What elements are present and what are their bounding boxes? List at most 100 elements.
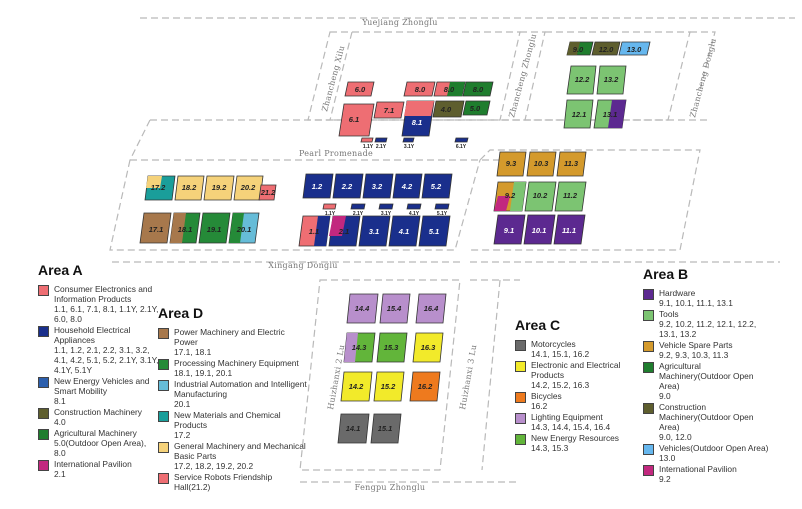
hall-16-2-label: 16.2 [418, 382, 433, 391]
hall-1-2[interactable] [302, 173, 334, 199]
hall-7-1[interactable] [373, 101, 405, 119]
hall-3-1y[interactable] [378, 203, 394, 210]
hall-8-0c[interactable] [462, 81, 494, 97]
hall-10-1[interactable] [523, 214, 556, 245]
area-a-north-block: 6.0 6.1 7.1 8.0 8.0 8.0 8.1 4.0 5.0 1.1Y… [338, 81, 494, 150]
hall-17-1[interactable] [139, 212, 172, 244]
hall-8-0a-label: 8.0 [415, 85, 426, 94]
hall-8-0a[interactable] [403, 81, 436, 97]
hall-2-1y[interactable] [350, 203, 366, 210]
hall-20-2-label: 20.2 [240, 183, 256, 192]
legend-code: 17.2 [174, 430, 191, 440]
color-swatch [38, 377, 49, 388]
hall-6-1-label: 6.1 [349, 115, 359, 124]
hall-12-2[interactable] [566, 65, 597, 95]
hall-11-1[interactable] [553, 214, 586, 245]
legend-code: 17.2, 18.2, 19.2, 20.2 [174, 461, 254, 471]
hall-14-4-label: 14.4 [355, 304, 370, 313]
hall-18-2[interactable] [174, 175, 205, 201]
hall-3-1y-north[interactable] [402, 137, 415, 143]
hall-8-0c-label: 8.0 [473, 85, 484, 94]
hall-3-1[interactable] [358, 215, 391, 247]
hall-10-2[interactable] [524, 181, 557, 212]
hall-14-1[interactable] [337, 413, 370, 444]
hall-17-1-label: 17.1 [149, 225, 164, 234]
hall-6-0[interactable] [344, 81, 375, 97]
hall-10-3[interactable] [526, 151, 557, 177]
road-label-fengpu: Fengpu Zhonglu [355, 483, 426, 492]
hall-21-2[interactable] [258, 184, 277, 201]
hall-16-3[interactable] [412, 332, 444, 363]
hall-11-3[interactable] [556, 151, 587, 177]
hall-15-2-label: 15.2 [381, 382, 396, 391]
hall-6-1[interactable] [338, 103, 375, 137]
legend-name: Bicycles [531, 391, 562, 401]
hall-14-4[interactable] [346, 293, 379, 324]
hall-2-2[interactable] [332, 173, 364, 199]
hall-2-1y-north[interactable] [374, 137, 388, 143]
color-swatch [515, 413, 526, 424]
hall-19-2[interactable] [203, 175, 235, 201]
legend-name: Agricultural Machinery(Outdoor Open Area… [659, 361, 754, 391]
hall-20-1-label: 20.1 [236, 225, 252, 234]
hall-15-2[interactable] [373, 371, 405, 402]
legend-code: 2.1 [54, 469, 66, 479]
color-swatch [158, 411, 169, 422]
color-swatch [643, 403, 654, 414]
hall-4-1[interactable] [388, 215, 421, 247]
hall-1-2-label: 1.2 [312, 182, 323, 191]
hall-3-2[interactable] [362, 173, 394, 199]
hall-15-1[interactable] [370, 413, 402, 444]
hall-1-1y-north[interactable] [360, 137, 374, 143]
legend-item: Industrial Automation and Intelligent Ma… [158, 379, 308, 409]
hall-14-2-label: 14.2 [349, 382, 364, 391]
color-swatch [643, 444, 654, 455]
legend-item: Agricultural Machinery(Outdoor Open Area… [643, 361, 773, 401]
legend-item: Vehicles(Outdoor Open Area)13.0 [643, 443, 773, 463]
y-label-7: 3.1Y [381, 211, 392, 217]
legend-code: 9.1, 10.1, 11.1, 13.1 [659, 298, 733, 308]
hall-15-4[interactable] [379, 293, 411, 324]
hall-12-1[interactable] [563, 99, 594, 129]
hall-9-0-label: 9.0 [573, 45, 584, 54]
hall-19-1[interactable] [198, 212, 231, 244]
hall-4-0-label: 4.0 [440, 105, 452, 114]
color-swatch [515, 392, 526, 403]
hall-6-1y-north[interactable] [454, 137, 469, 143]
hall-5-2[interactable] [421, 173, 453, 199]
hall-4-2[interactable] [392, 173, 423, 199]
legend-name: Household Electrical Appliances [54, 325, 131, 345]
legend-name: Processing Machinery Equipment [174, 358, 299, 368]
hall-16-4-label: 16.4 [424, 304, 439, 313]
hall-18-2-label: 18.2 [182, 183, 197, 192]
hall-5-0[interactable] [462, 100, 491, 116]
hall-12-0[interactable] [591, 41, 621, 56]
hall-16-2[interactable] [409, 371, 441, 402]
hall-11-2[interactable] [554, 181, 587, 212]
hall-15-3[interactable] [376, 332, 408, 363]
hall-4-0[interactable] [432, 100, 465, 118]
hall-16-4[interactable] [415, 293, 447, 324]
hall-14-2[interactable] [340, 371, 373, 402]
hall-9-1[interactable] [493, 214, 526, 245]
area-b-north-block: 9.0 12.0 13.0 12.2 13.2 12.1 13.1 [563, 41, 651, 129]
legend-name: Tools [659, 309, 679, 319]
hall-5-1y[interactable] [434, 203, 450, 210]
legend-name: General Machinery and Mechanical Basic P… [174, 441, 306, 461]
hall-1-1y[interactable] [322, 203, 337, 210]
legend-item: General Machinery and Mechanical Basic P… [158, 441, 308, 471]
hall-9-3[interactable] [496, 151, 527, 177]
legend-area-d: Area D Power Machinery and Electric Powe… [158, 305, 308, 493]
legend-code: 14.1, 15.1, 16.2 [531, 349, 590, 359]
hall-13-2[interactable] [596, 65, 627, 95]
color-swatch [158, 473, 169, 484]
legend-name: Motorcycles [531, 339, 576, 349]
hall-4-1y[interactable] [406, 203, 422, 210]
hall-5-1[interactable] [418, 215, 451, 247]
hall-13-0[interactable] [618, 41, 651, 56]
